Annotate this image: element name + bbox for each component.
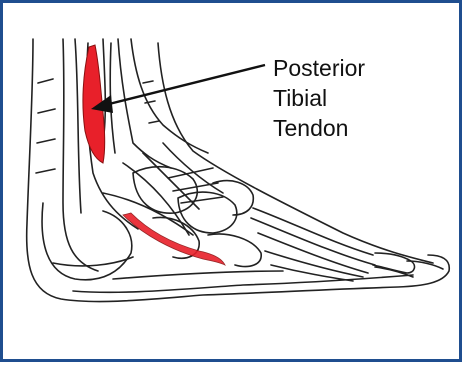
callout-line-2: Tibial [273,83,365,113]
callout-line-3: Tendon [273,113,365,143]
arrow-pointer-icon [91,65,265,113]
callout-label: Posterior Tibial Tendon [273,53,365,143]
foot-anatomy-illustration [3,3,462,365]
callout-line-1: Posterior [273,53,365,83]
